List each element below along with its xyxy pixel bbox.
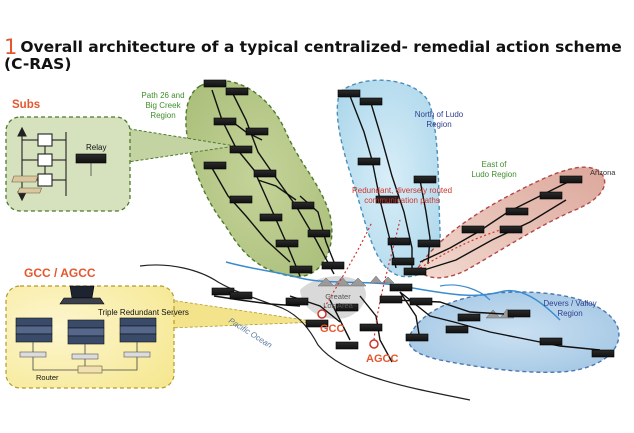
title-number: 1 <box>4 35 18 59</box>
server-icon-3 <box>119 317 157 343</box>
switch-1 <box>19 351 47 358</box>
arizona-label: Arizona <box>590 168 616 177</box>
path26-label-3: Region <box>150 111 175 120</box>
triple-redundant-servers-label: Triple Redundant Servers <box>98 308 189 317</box>
agcc-marker <box>369 339 379 349</box>
coastline <box>139 264 471 401</box>
north-ludo-label-1: North of Ludo <box>415 110 464 119</box>
switch-2 <box>71 353 99 360</box>
east-ludo-label-1: East of <box>482 160 508 169</box>
title-line-2: (C-RAS) <box>4 55 72 73</box>
switch-3 <box>123 351 151 358</box>
devers-label-2: Region <box>557 309 582 318</box>
gcc-wiring <box>32 342 138 371</box>
server-icon-2 <box>67 319 105 345</box>
gcc-marker <box>317 309 327 319</box>
router-device <box>77 365 103 374</box>
redundant-paths-label-1: Redundant, diversely routed <box>352 186 452 195</box>
gcc-label: GCC <box>320 323 345 335</box>
subs-callout <box>5 116 131 212</box>
path26-label-1: Path 26 and <box>141 91 184 100</box>
path26-label-2: Big Creek <box>145 101 181 110</box>
router-label: Router <box>36 373 59 382</box>
relay-label: Relay <box>86 143 106 152</box>
title-line-1: Overall architecture of a typical centra… <box>20 38 622 56</box>
river-2 <box>439 284 491 301</box>
greater-la-label-2: Los Area <box>323 301 353 310</box>
redundant-paths <box>321 219 501 341</box>
east-ludo-label-2: Ludo Region <box>471 170 516 179</box>
greater-la-label-1: Greater <box>325 292 351 301</box>
gcc-agcc-label: GCC / AGCC <box>24 266 96 280</box>
east-ludo-region <box>417 166 606 279</box>
relay-device-2 <box>11 175 39 183</box>
agcc-label: AGCC <box>366 353 398 365</box>
laptop-icon <box>59 285 105 305</box>
relay-device-3 <box>17 187 42 194</box>
path26-region <box>185 80 333 278</box>
redundant-paths-label-2: communication paths <box>364 196 440 205</box>
subs-label: Subs <box>12 99 40 111</box>
north-ludo-label-2: Region <box>426 120 451 129</box>
substation-devices <box>203 79 615 358</box>
devers-label-1: Devers / Valley <box>543 299 596 308</box>
relay-device <box>75 153 107 164</box>
mountains-1 <box>317 275 395 287</box>
server-icon-1 <box>15 317 53 343</box>
